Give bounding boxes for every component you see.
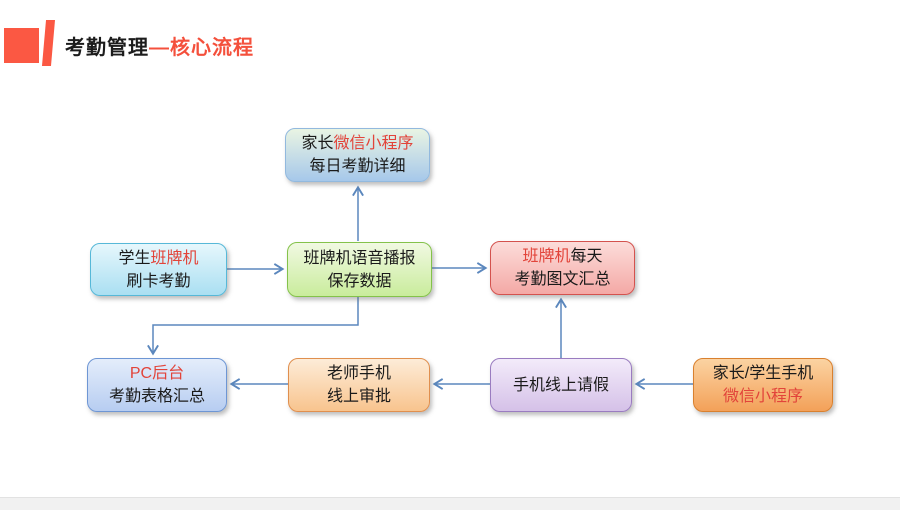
node-text: 每天 (570, 248, 603, 265)
node-line: 保存数据 (327, 270, 391, 293)
node-line: 老师手机 (327, 362, 391, 385)
node-text-highlight: PC后台 (129, 365, 185, 382)
node-student-card-attendance: 学生班牌机 刷卡考勤 (90, 243, 227, 296)
page-title-main: 考勤管理 (65, 37, 149, 59)
node-pc-backend: PC后台 考勤表格汇总 (87, 358, 227, 412)
node-voice-broadcast: 班牌机语音播报 保存数据 (287, 242, 432, 297)
node-text: 家长 (301, 135, 334, 152)
header-accent-bar (41, 20, 56, 66)
node-line: 家长微信小程序 (301, 132, 413, 155)
node-text: 考勤图文汇总 (514, 271, 611, 288)
node-text-highlight: 微信小程序 (333, 135, 414, 152)
node-line: PC后台 (130, 362, 184, 385)
node-text: 家长/学生手机 (712, 365, 814, 382)
node-text-highlight: 班牌机 (522, 248, 571, 265)
node-text: 班牌机语音播报 (303, 249, 416, 267)
node-board-daily-summary: 班牌机每天 考勤图文汇总 (490, 241, 635, 295)
node-online-leave-request: 手机线上请假 (490, 358, 632, 412)
node-text: 学生 (118, 249, 151, 267)
page-title: 考勤管理—核心流程 (65, 31, 254, 60)
node-line: 考勤表格汇总 (109, 385, 205, 408)
node-line: 班牌机每天 (522, 245, 602, 268)
node-text: 刷卡考勤 (126, 272, 191, 290)
node-line: 刷卡考勤 (126, 270, 190, 293)
node-text: 手机线上请假 (512, 376, 609, 394)
node-line: 家长/学生手机 (713, 362, 813, 385)
node-text: 每日考勤详细 (309, 158, 406, 175)
node-text: 线上审批 (326, 388, 391, 405)
node-parent-miniprogram: 家长微信小程序 每日考勤详细 (285, 128, 430, 182)
node-line: 手机线上请假 (513, 374, 609, 397)
node-line: 每日考勤详细 (309, 155, 405, 178)
slide-footer-strip (0, 497, 900, 510)
node-line: 考勤图文汇总 (514, 268, 610, 291)
page-title-highlight: —核心流程 (149, 37, 254, 59)
node-line: 微信小程序 (723, 385, 803, 408)
node-line: 学生班牌机 (118, 247, 198, 270)
node-text: 老师手机 (326, 365, 391, 382)
header-accent-square (4, 28, 39, 63)
node-parent-student-phone: 家长/学生手机 微信小程序 (693, 358, 833, 412)
node-text-highlight: 微信小程序 (722, 388, 803, 405)
node-text: 保存数据 (327, 272, 392, 290)
connector-voice-to-pcbackend (147, 297, 359, 356)
node-text-highlight: 班牌机 (150, 249, 199, 267)
node-text: 考勤表格汇总 (108, 388, 205, 405)
node-line: 线上审批 (327, 385, 391, 408)
node-line: 班牌机语音播报 (303, 247, 415, 270)
node-teacher-phone-approval: 老师手机 线上审批 (288, 358, 430, 412)
